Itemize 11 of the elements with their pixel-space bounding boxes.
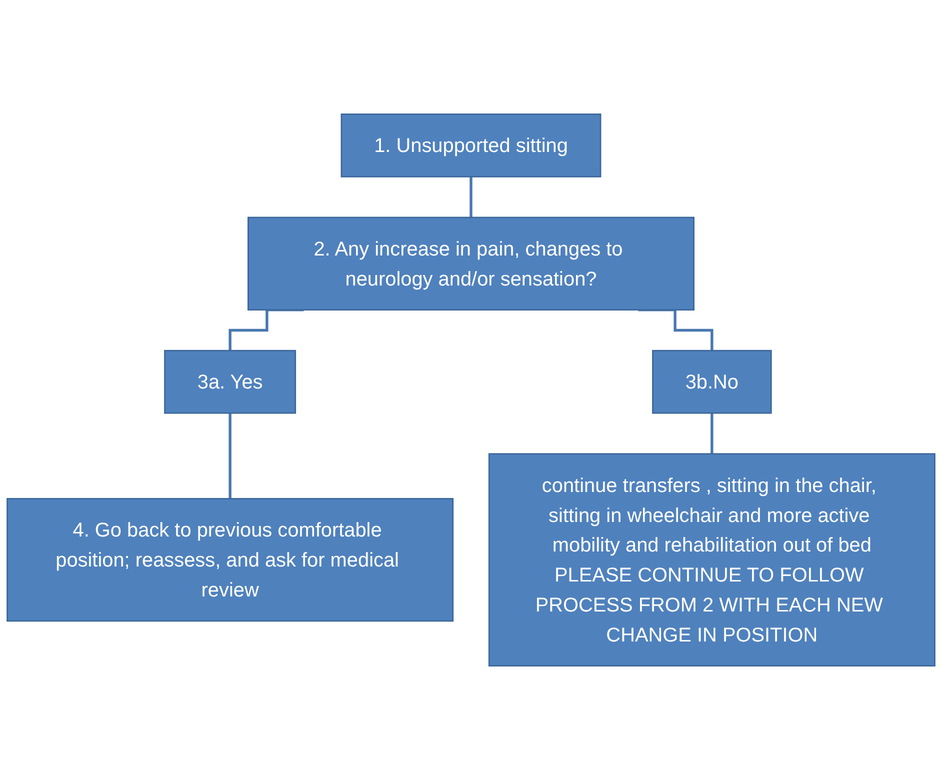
connector: [228, 412, 232, 500]
node-box: 3b.No: [652, 350, 772, 414]
node-box: 2. Any increase in pain, changes to neurology and/or sensation?: [248, 216, 694, 311]
node-box: continue transfers , sitting in the chair, sitting in wheelchair and more active mobility and rehabilitation out of bed PLEASE CONTINUE TO FOLLOW PROCESS FROM 2 WITH EACH NEW CHANGE IN POSITION: [488, 453, 936, 666]
node-box: 3a. Yes: [164, 350, 296, 414]
connector: [638, 308, 714, 352]
node-box: 4. Go back to previous comfortable position; reassess, and ask for medical review: [6, 498, 454, 622]
node-box: 1. Unsupported sitting: [340, 114, 602, 178]
connector: [710, 412, 714, 456]
connector: [228, 308, 304, 352]
connector: [470, 175, 472, 219]
